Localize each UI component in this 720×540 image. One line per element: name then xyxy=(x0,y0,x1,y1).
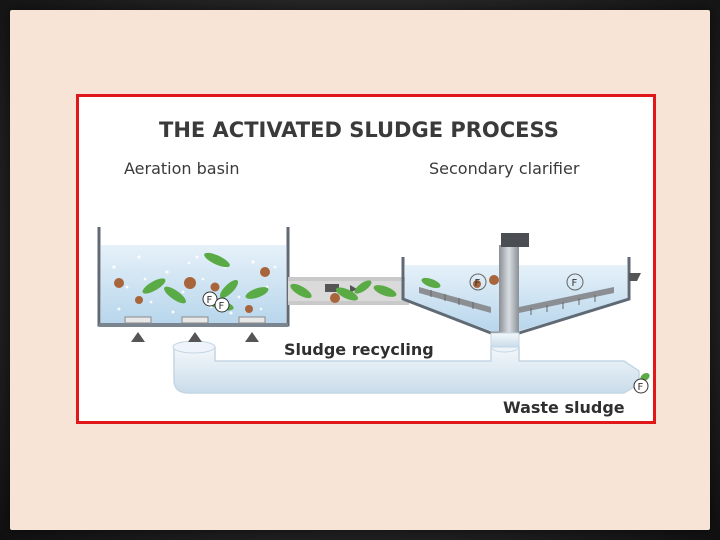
svg-text:F: F xyxy=(638,382,644,393)
floc-markers-clarifier: F F xyxy=(469,273,584,291)
floc-markers-basin: F F xyxy=(202,291,230,313)
label-waste-sludge: Waste sludge xyxy=(503,398,625,417)
secondary-clarifier: F F xyxy=(401,233,641,348)
aeration-basin: F F xyxy=(97,227,290,342)
activated-sludge-diagram: THE ACTIVATED SLUDGE PROCESS Aeration ba… xyxy=(97,118,650,417)
transfer-channel xyxy=(288,277,409,305)
svg-text:F: F xyxy=(219,301,225,312)
label-aeration-basin: Aeration basin xyxy=(124,159,240,178)
label-sludge-recycling: Sludge recycling xyxy=(284,340,434,359)
diagram-title: THE ACTIVATED SLUDGE PROCESS xyxy=(159,118,559,142)
svg-text:F: F xyxy=(572,278,578,289)
label-secondary-clarifier: Secondary clarifier xyxy=(429,159,580,178)
waste-sludge-outlet: F xyxy=(633,372,650,394)
svg-text:F: F xyxy=(207,295,213,306)
svg-text:F: F xyxy=(475,278,481,289)
slide: THE ACTIVATED SLUDGE PROCESS Aeration ba… xyxy=(10,10,710,530)
diagram-frame: THE ACTIVATED SLUDGE PROCESS Aeration ba… xyxy=(76,94,656,424)
